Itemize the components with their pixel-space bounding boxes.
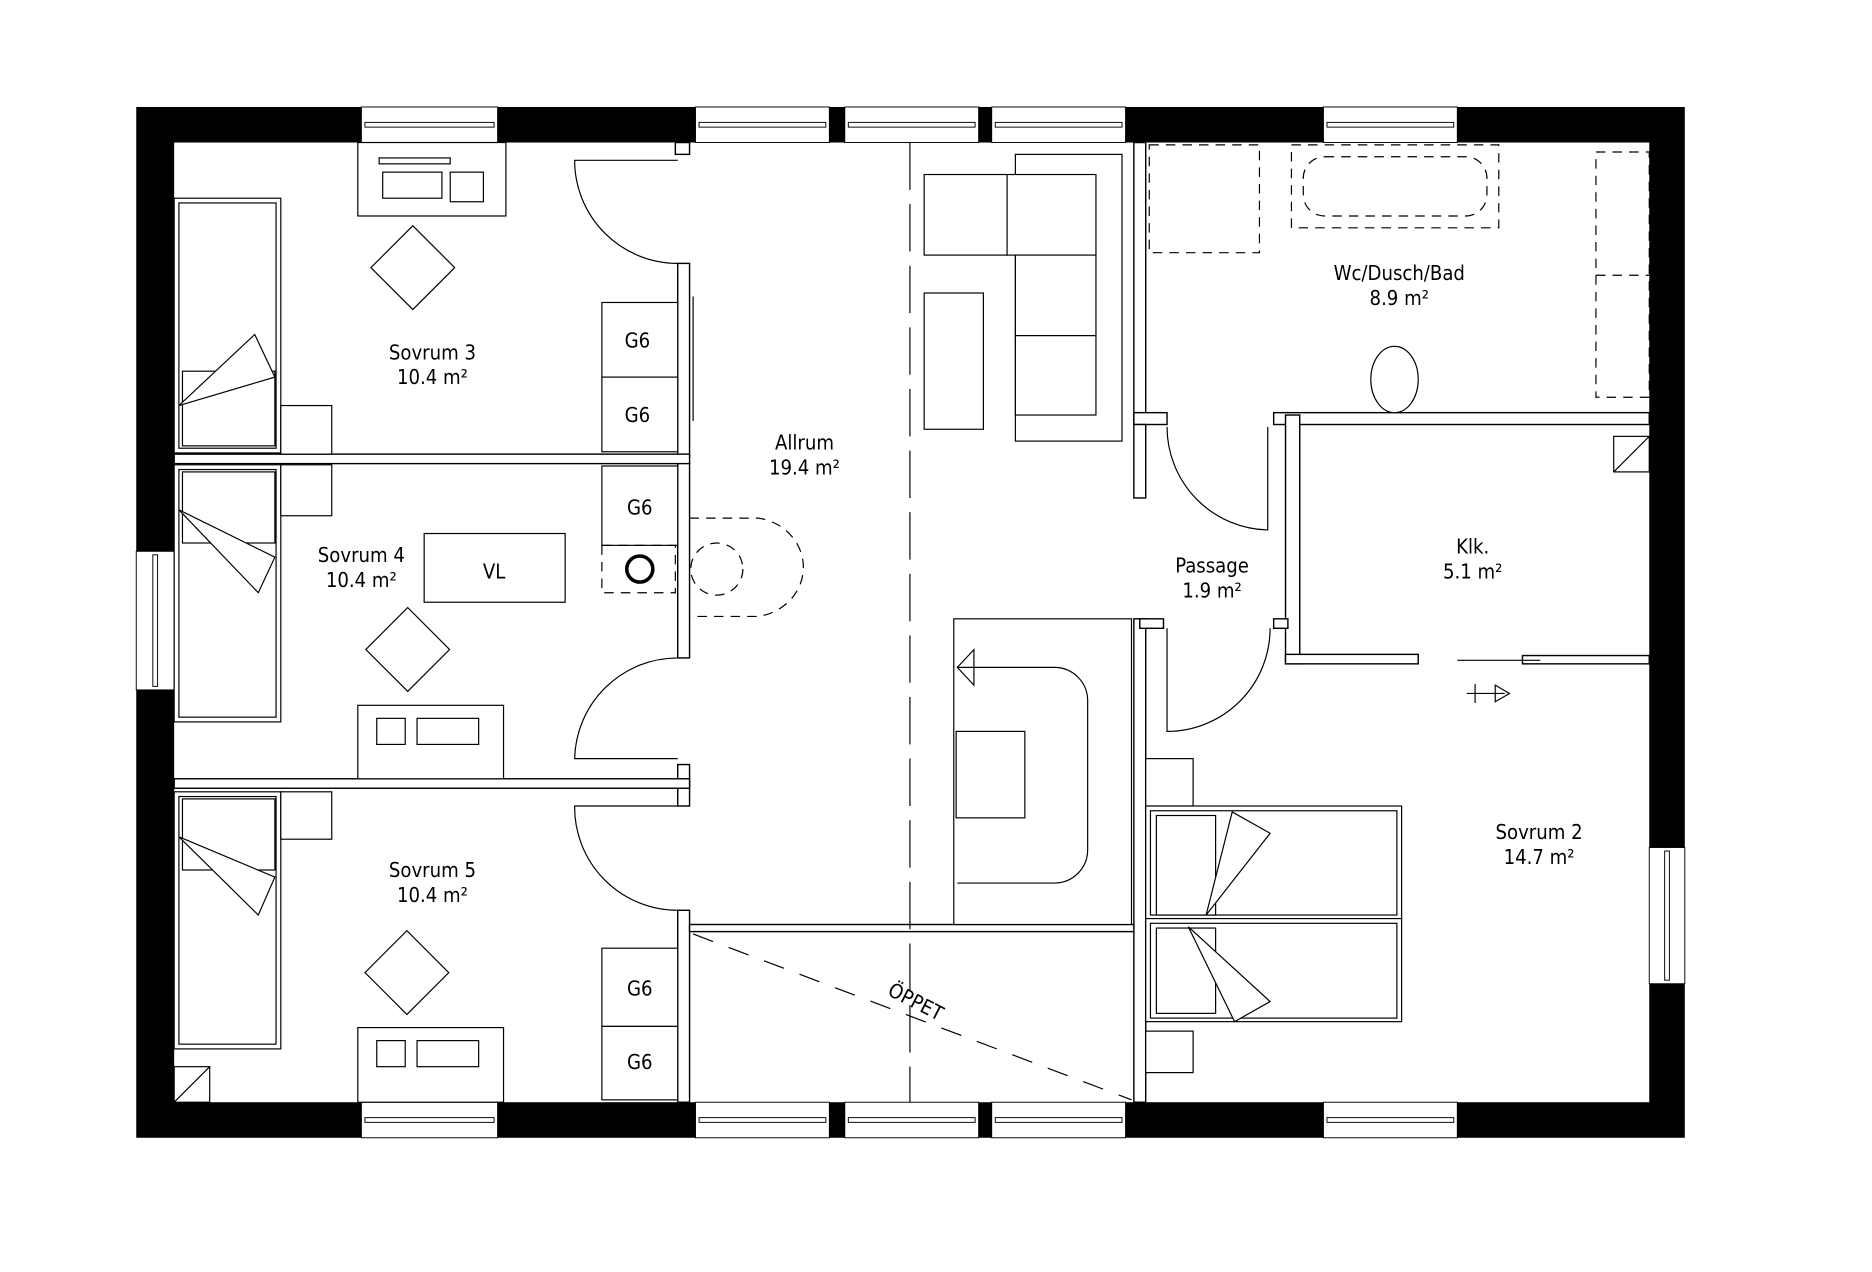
vl-label: VL bbox=[483, 560, 505, 584]
furniture-sovrum2 bbox=[1145, 758, 1403, 1074]
room-name-sovrum4: Sovrum 4 bbox=[318, 543, 405, 567]
door-sovrum4 bbox=[574, 657, 678, 760]
furniture-sovrum3 bbox=[173, 141, 679, 455]
window bbox=[844, 1101, 980, 1139]
open-diagonal bbox=[692, 933, 1132, 1101]
interior-walls bbox=[173, 141, 1650, 1103]
wardrobe-label: G6 bbox=[627, 977, 653, 1001]
window bbox=[991, 106, 1127, 144]
window bbox=[695, 106, 830, 144]
window bbox=[135, 550, 175, 691]
room-area-sovrum4: 10.4 m² bbox=[326, 568, 397, 592]
room-name-sovrum5: Sovrum 5 bbox=[389, 858, 476, 882]
door-sovrum3 bbox=[574, 159, 678, 264]
window bbox=[1322, 106, 1458, 144]
room-area-passage: 1.9 m² bbox=[1182, 578, 1241, 602]
furniture-bad bbox=[1148, 144, 1650, 703]
room-name-passage: Passage bbox=[1175, 554, 1249, 578]
door-bad bbox=[1166, 426, 1269, 531]
windows bbox=[135, 106, 1686, 1139]
room-area-sovrum5: 10.4 m² bbox=[397, 883, 468, 907]
room-name-allrum: Allrum bbox=[775, 430, 834, 454]
wardrobe-label: G6 bbox=[625, 328, 651, 352]
window bbox=[991, 1101, 1127, 1139]
furniture-sovrum5 bbox=[173, 791, 679, 1103]
window bbox=[360, 106, 499, 144]
door-sovrum2 bbox=[1166, 628, 1271, 732]
room-labels: Sovrum 3 10.4 m² Sovrum 4 10.4 m² Sovrum… bbox=[318, 261, 1583, 1074]
room-name-sovrum2: Sovrum 2 bbox=[1496, 820, 1583, 844]
room-name-klk: Klk. bbox=[1456, 535, 1489, 559]
room-name-sovrum3: Sovrum 3 bbox=[389, 340, 476, 364]
furniture-sovrum4 bbox=[173, 464, 804, 780]
room-area-sovrum2: 14.7 m² bbox=[1504, 845, 1575, 869]
door-sovrum5 bbox=[574, 805, 678, 911]
window bbox=[1648, 847, 1686, 985]
room-area-allrum: 19.4 m² bbox=[769, 455, 840, 479]
room-area-bad: 8.9 m² bbox=[1370, 286, 1429, 310]
wardrobe-label: G6 bbox=[625, 403, 651, 427]
window bbox=[844, 106, 980, 144]
wardrobe-label: G6 bbox=[627, 496, 653, 520]
window bbox=[1322, 1101, 1458, 1139]
doors bbox=[574, 159, 1271, 911]
window bbox=[360, 1101, 499, 1139]
furniture-allrum bbox=[923, 153, 1133, 926]
wardrobe-label: G6 bbox=[627, 1050, 653, 1074]
window bbox=[695, 1101, 830, 1139]
room-area-klk: 5.1 m² bbox=[1443, 560, 1502, 584]
room-area-sovrum3: 10.4 m² bbox=[397, 365, 468, 389]
room-name-bad: Wc/Dusch/Bad bbox=[1334, 261, 1465, 285]
